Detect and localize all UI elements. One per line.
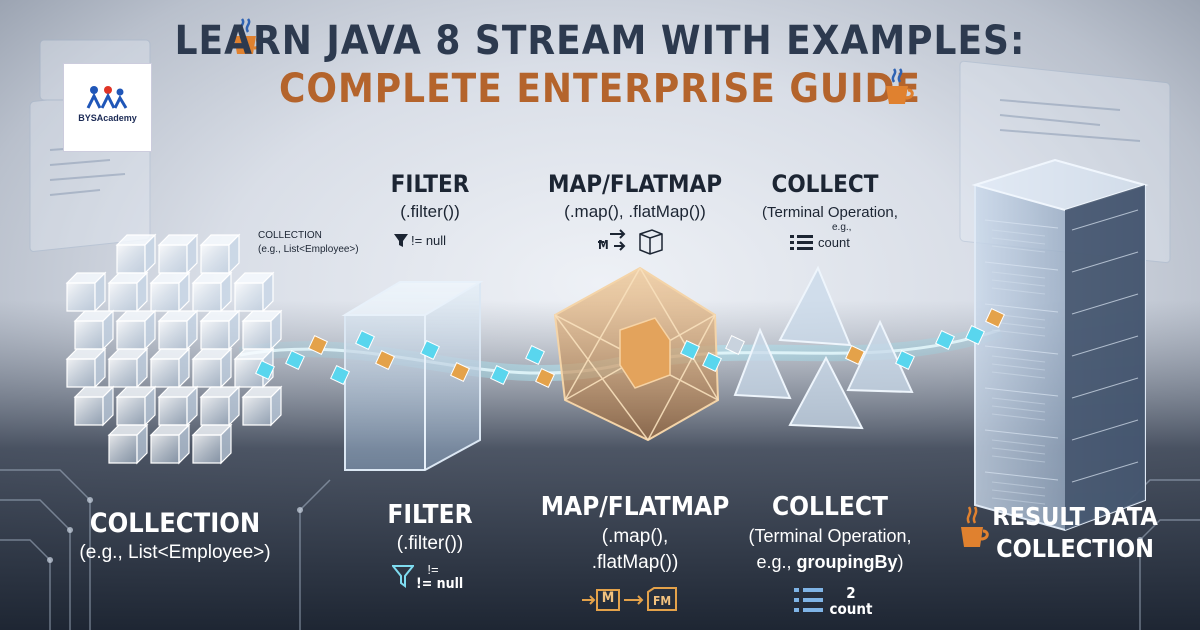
data-particle: [355, 330, 375, 350]
java-cup-icon: [961, 506, 989, 547]
data-particle: [935, 330, 955, 350]
data-particle: [895, 350, 915, 370]
data-particle: [702, 352, 722, 372]
list-icon: [794, 588, 823, 612]
top-collect-name: COLLECT: [771, 170, 879, 198]
data-particle: [330, 365, 350, 385]
glass-cube: [199, 233, 241, 275]
glass-cube: [157, 233, 199, 275]
title-line-2: COMPLETE ENTERPRISE GUIDE: [278, 66, 921, 112]
map-polyhedron: [553, 266, 720, 442]
top-map-method: (.map(), .flatMap()): [564, 202, 706, 221]
glass-cube: [107, 271, 149, 313]
glass-cube: [157, 309, 199, 351]
glass-cube: [191, 271, 233, 313]
funnel-icon: [394, 234, 408, 247]
glass-cube: [73, 385, 115, 427]
glass-cube: [157, 385, 199, 427]
glass-cube: [199, 385, 241, 427]
top-collect-method: (Terminal Operation,: [762, 204, 898, 221]
bottom-collection-example: (e.g., List<Employee>): [79, 542, 271, 563]
bysacademy-logo[interactable]: BYSAcademy: [63, 63, 152, 152]
glass-cube: [149, 347, 191, 389]
data-particle: [525, 345, 545, 365]
top-filter-name: FILTER: [390, 170, 470, 198]
data-particle: [420, 340, 440, 360]
top-filter-method: (.filter()): [400, 202, 460, 221]
data-particle: [845, 345, 865, 365]
data-particle: [285, 350, 305, 370]
glass-cube: [65, 347, 107, 389]
glass-cube: [115, 309, 157, 351]
top-collect-example: e.g.,: [832, 222, 852, 233]
bottom-map-method-2: .flatMap()): [591, 552, 679, 573]
collection-cube-cluster: [65, 233, 283, 465]
java-cup-icon: [886, 68, 914, 104]
bottom-filter-cond1: !=: [427, 562, 439, 577]
data-particle: [308, 335, 328, 355]
glass-cube: [241, 385, 283, 427]
bottom-collection-name: COLLECTION: [89, 508, 261, 539]
bottom-filter-cond2: != null: [416, 576, 464, 592]
top-collect-icon-text: count: [818, 235, 850, 250]
logo-text: BYSAcademy: [78, 113, 137, 123]
bottom-collect-method: (Terminal Operation,: [748, 526, 912, 546]
bottom-map-icon-m: M: [601, 590, 615, 606]
data-particle: [535, 368, 555, 388]
top-map-icon-text: M: [598, 238, 609, 252]
bottom-map-name: MAP/FLATMAP: [540, 492, 730, 522]
glass-cube: [241, 309, 283, 351]
bottom-filter-method: (.filter()): [396, 533, 464, 554]
top-filter-condition: != null: [411, 233, 447, 248]
logo-figures-icon: [86, 86, 128, 109]
glass-cube: [115, 385, 157, 427]
top-map-name: MAP/FLATMAP: [547, 170, 723, 198]
bottom-collect-count-num: 2: [846, 584, 856, 602]
funnel-icon: [392, 565, 414, 588]
glass-cube: [191, 347, 233, 389]
map-icon: [598, 229, 663, 255]
data-particle: [680, 340, 700, 360]
box-icon: [639, 229, 663, 255]
glass-cube: [233, 347, 275, 389]
top-collection-example: (e.g., List<Employee>): [258, 244, 359, 255]
glass-cube: [107, 347, 149, 389]
glass-cube: [65, 271, 107, 313]
bottom-map-icon-fm: FM: [652, 594, 672, 608]
bottom-collect-example: e.g., groupingBy): [756, 552, 904, 572]
list-icon: [790, 235, 813, 250]
glass-cube: [233, 271, 275, 313]
top-collection-name: COLLECTION: [258, 230, 322, 241]
bottom-collect-name: COLLECT: [772, 492, 888, 522]
glass-cube: [115, 233, 157, 275]
data-particle: [375, 350, 395, 370]
title-line-1: LEARN JAVA 8 STREAM WITH EXAMPLES:: [174, 18, 1026, 64]
glass-cube: [191, 423, 233, 465]
glass-cube: [149, 271, 191, 313]
data-particle: [725, 335, 745, 355]
data-particle: [965, 325, 985, 345]
bottom-map-method-1: (.map(),: [601, 526, 669, 547]
bottom-filter-name: FILTER: [387, 500, 473, 530]
glass-cube: [107, 423, 149, 465]
data-particle: [255, 360, 275, 380]
data-particle: [985, 308, 1005, 328]
glass-cube: [199, 309, 241, 351]
glass-cube: [73, 309, 115, 351]
collect-pyramids: [733, 265, 914, 430]
glass-cube: [149, 423, 191, 465]
bottom-result-line-2: COLLECTION: [996, 534, 1154, 563]
map-flow-icon: [582, 587, 677, 611]
bottom-result-line-1: RESULT DATA: [992, 502, 1158, 531]
filter-box: [341, 281, 484, 471]
bottom-collect-count-label: count: [829, 600, 873, 618]
data-particle: [490, 365, 510, 385]
result-server-rack: [971, 158, 1149, 532]
java-cup-icon: [234, 18, 262, 54]
data-particle: [450, 362, 470, 382]
